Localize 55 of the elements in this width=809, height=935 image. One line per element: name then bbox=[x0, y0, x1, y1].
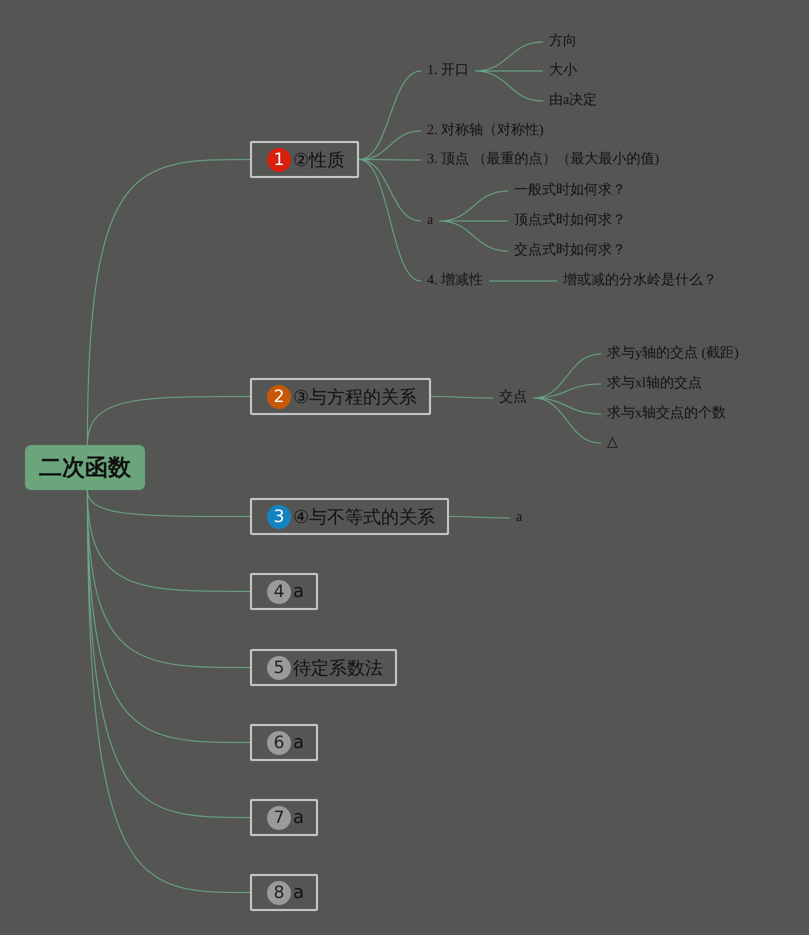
topic-label: ④与不等式的关系 bbox=[293, 506, 436, 528]
branch-line bbox=[474, 70, 544, 102]
subtopic-label: △ bbox=[601, 434, 624, 452]
branch-line bbox=[358, 159, 422, 222]
subtopic-label: 2. 对称轴（对称性) bbox=[421, 122, 550, 140]
subtopic-label: 大小 bbox=[543, 62, 583, 80]
subtopic-label: a bbox=[510, 509, 528, 527]
number-badge: 1 bbox=[267, 148, 291, 172]
subtopic-label: 交点式时如何求？ bbox=[508, 242, 632, 260]
topic-box bbox=[250, 498, 450, 535]
topic-box bbox=[250, 573, 318, 610]
subtopic-label: 3. 顶点 （最重的点）（最大最小的值) bbox=[421, 151, 666, 169]
branch-line bbox=[86, 396, 250, 446]
subtopic-label: 4. 增减性 bbox=[421, 272, 489, 290]
subtopic-label: 一般式时如何求？ bbox=[508, 182, 632, 200]
topic-label: 待定系数法 bbox=[293, 656, 383, 680]
central-topic-box bbox=[25, 445, 145, 490]
topic-box bbox=[250, 649, 397, 686]
subtopic-label: 求与x轴交点的个数 bbox=[601, 405, 732, 423]
branch-line bbox=[448, 516, 510, 518]
topic-label: a bbox=[293, 882, 304, 903]
central-topic-label: 二次函数 bbox=[39, 454, 131, 483]
branch-line bbox=[488, 280, 558, 282]
topic-box bbox=[250, 141, 360, 178]
topic-label: ③与方程的关系 bbox=[293, 386, 418, 408]
subtopic-label: 由a决定 bbox=[543, 92, 604, 110]
branch-line bbox=[532, 398, 602, 444]
subtopic-label: 方向 bbox=[543, 33, 583, 51]
topic-box bbox=[250, 378, 432, 415]
topic-label: a bbox=[293, 581, 304, 602]
topic-label: ②性质 bbox=[293, 148, 346, 172]
number-badge: 6 bbox=[267, 730, 291, 754]
number-badge: 5 bbox=[267, 656, 291, 680]
branch-line bbox=[430, 396, 494, 398]
number-badge: 2 bbox=[267, 384, 291, 408]
subtopic-label: 1. 开口 bbox=[421, 62, 475, 80]
topic-box bbox=[250, 874, 318, 911]
subtopic-label: 顶点式时如何求？ bbox=[508, 212, 632, 230]
branch-line bbox=[438, 220, 508, 252]
subtopic-label: 求与y轴的交点 (截距) bbox=[601, 345, 745, 363]
branch-line bbox=[86, 490, 250, 893]
subtopic-label: 增或减的分水岭是什么？ bbox=[557, 272, 723, 290]
branch-line bbox=[358, 159, 422, 282]
number-badge: 7 bbox=[267, 806, 291, 830]
topic-box bbox=[250, 724, 318, 761]
topic-box bbox=[250, 799, 318, 836]
number-badge: 8 bbox=[267, 880, 291, 904]
topic-label: a bbox=[293, 807, 304, 828]
subtopic-label: 交点 bbox=[493, 389, 533, 407]
number-badge: 3 bbox=[267, 504, 291, 528]
subtopic-label: 求与xl轴的交点 bbox=[601, 375, 708, 393]
branch-line bbox=[358, 70, 422, 160]
number-badge: 4 bbox=[267, 580, 291, 604]
topic-label: a bbox=[293, 732, 304, 753]
subtopic-label: a bbox=[421, 212, 440, 230]
